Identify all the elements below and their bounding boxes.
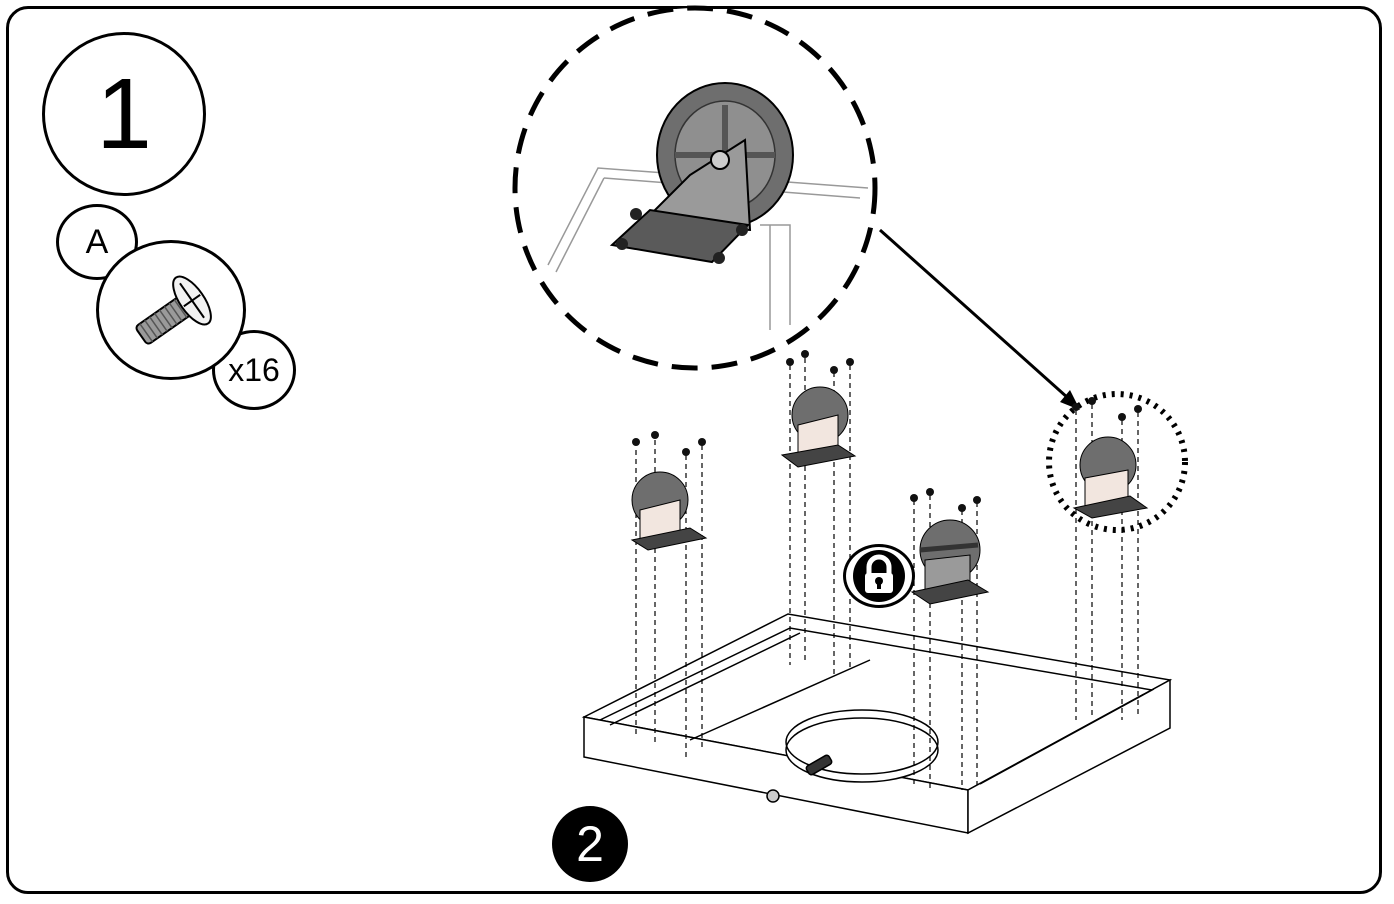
highlight-circle — [1046, 391, 1188, 533]
sub-step-badge: 2 — [552, 806, 628, 882]
caster-locking-icon — [910, 519, 990, 605]
wing-nut-icon — [766, 754, 833, 803]
base-tray — [581, 613, 1173, 835]
screw-icon — [135, 275, 212, 345]
guide-lines — [635, 358, 1139, 790]
step-number-badge: 1 — [42, 32, 206, 196]
zoom-arrow — [879, 228, 1069, 400]
screw-part-badge — [96, 240, 246, 380]
padlock-icon — [853, 550, 905, 602]
screws — [632, 350, 1142, 512]
quantity-badge: x16 — [212, 330, 296, 410]
caster-back-left-icon — [780, 386, 857, 468]
caster-front-right-icon — [1072, 436, 1149, 519]
lock-badge — [843, 544, 915, 608]
zoom-caster-icon — [609, 82, 794, 264]
caster-front-left-icon — [630, 471, 708, 551]
